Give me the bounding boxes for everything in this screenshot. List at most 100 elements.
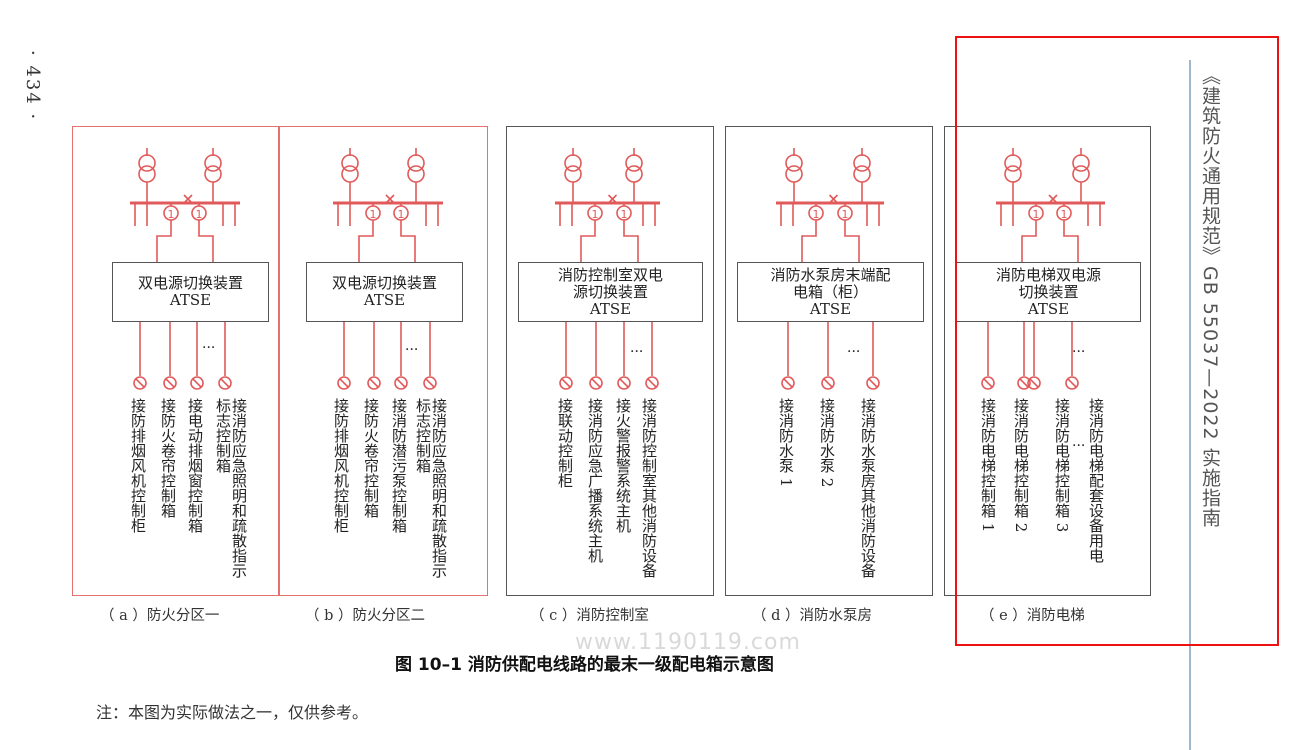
caption-c: （ c ）消防控制室 (530, 608, 649, 624)
load-slash-d2 (823, 378, 833, 388)
load-slash-a4 (220, 378, 230, 388)
panel-a-frame (72, 126, 279, 596)
transformer-coil1-c2 (625, 154, 643, 172)
atse-label-e: 消防电梯双电源 切换装置 (995, 265, 1101, 301)
feed-line-2-c (623, 220, 639, 262)
panel-b-frame (279, 126, 488, 596)
load-label-e2: 接消防电梯控制箱 2 (1012, 398, 1030, 533)
atse-box-e: 消防电梯双电源 切换装置 ATSE (956, 262, 1141, 322)
figure-note: 注：本图为实际做法之一，仅供参考。 (96, 703, 369, 722)
load-symbol-c3 (617, 376, 631, 390)
transformer-coil1-e1 (1004, 154, 1022, 172)
highlight-box (955, 36, 1279, 646)
switch-number-e2: 1 (1061, 208, 1068, 221)
breaker-mark-b-d (828, 194, 839, 204)
transformer-coil2-a1 (138, 165, 156, 183)
panel-d-frame (725, 126, 933, 596)
switch-number-b1: 1 (370, 208, 377, 221)
feed-line-2-b (400, 220, 416, 262)
load-label-b1: 接防排烟风机控制柜 (332, 398, 350, 533)
feed-line-2-e (1063, 220, 1079, 262)
load-symbol-b2 (367, 376, 381, 390)
feed-line-2-d (844, 220, 860, 262)
load-slash-b4 (425, 378, 435, 388)
atse-code-e: ATSE (1027, 299, 1070, 318)
load-symbol-c1 (559, 376, 573, 390)
switch-number-c1: 1 (592, 208, 599, 221)
transformer-coil1-a1 (138, 154, 156, 172)
breaker-mark-b-e (1048, 194, 1058, 204)
load-label-b3: 接消防潜污泵控制箱 (390, 398, 408, 533)
ellipsis-a: ··· (202, 340, 216, 356)
load-slash-a1 (135, 378, 145, 388)
load-symbol-a1 (133, 376, 147, 390)
breaker-mark-b-b (385, 194, 395, 204)
load-slash-d3 (868, 378, 878, 388)
switch-number-b2: 1 (398, 208, 405, 221)
load-slash-b3 (396, 378, 406, 388)
load-symbol-d3 (866, 376, 880, 390)
load-label-a3: 接电动排烟窗控制箱 (186, 398, 204, 533)
load-label-c3: 接火警报警系统主机 (614, 398, 632, 533)
load-label-a2: 接防火卷帘控制箱 (159, 398, 177, 518)
atse-label-c: 消防控制室双电 源切换装置 (557, 265, 663, 301)
load-label-d1: 接消防水泵 1 (777, 398, 795, 488)
transformer-coil2-d2 (853, 165, 871, 183)
atse-box-a: 双电源切换装置 ATSE (112, 262, 269, 322)
transformer-coil2-b1 (341, 165, 359, 183)
load-slash-e4 (1067, 378, 1077, 388)
figure-title: 图 10–1 消防供配电线路的最末一级配电箱示意图 (395, 655, 774, 675)
panel-e-frame (944, 126, 1151, 596)
switch-number-e1: 1 (1033, 208, 1040, 221)
transformer-coil2-a2 (204, 165, 222, 183)
transformer-coil1-b2 (407, 154, 425, 172)
atse-label-b: 双电源切换装置 (331, 274, 437, 292)
breaker-mark-b-c (607, 194, 618, 204)
load-slash-c2 (591, 378, 601, 388)
atse-code-d: ATSE (809, 299, 852, 318)
load-slash-c1 (561, 378, 571, 388)
ellipsis-d: ··· (847, 344, 861, 360)
transformer-coil2-d1 (785, 165, 803, 183)
transformer-coil2-c2 (625, 165, 643, 183)
side-book-title: 《建筑防火通用规范》GB 55037—2022 实施指南 (1199, 66, 1221, 528)
atse-box-d: 消防水泵房末端配 电箱（柜） ATSE (737, 262, 924, 322)
transformer-coil1-d1 (785, 154, 803, 172)
transformer-coil1-a2 (204, 154, 222, 172)
load-label-c2: 接消防应急广播系统主机 (586, 398, 604, 563)
load-label-d3: 接消防水泵房其他消防设备 (859, 398, 877, 578)
load-symbol-b4 (423, 376, 437, 390)
atse-label-d: 消防水泵房末端配 电箱（柜） (770, 265, 891, 301)
load-symbol-a3 (190, 376, 204, 390)
caption-d: （ d ）消防水泵房 (752, 608, 872, 624)
caption-e: （ e ）消防电梯 (980, 608, 1085, 624)
margin-rule (1189, 60, 1191, 750)
load-slash-b1 (339, 378, 349, 388)
switch-number-d2: 1 (842, 208, 849, 221)
load-label-c1: 接联动控制柜 (556, 398, 574, 488)
transformer-coil2-b2 (407, 165, 425, 183)
atse-label-a: 双电源切换装置 (137, 274, 243, 292)
feed-line-1-c (580, 220, 596, 262)
load-slash-a2 (165, 378, 175, 388)
transformer-coil1-d2 (853, 154, 871, 172)
load-symbol-e1 (981, 376, 995, 390)
feed-line-1-e (1021, 220, 1037, 262)
load-symbol-b3 (394, 376, 408, 390)
switch-number-a2: 1 (196, 208, 203, 221)
load-symbol-a4 (218, 376, 232, 390)
load-slash-c4 (647, 378, 657, 388)
feed-line-1-b (358, 220, 374, 262)
feed-line-1-a (156, 220, 172, 262)
load-slash-e1 (983, 378, 993, 388)
load-symbol-b1 (337, 376, 351, 390)
load-label-c4: 接消防控制室其他消防设备 (640, 398, 658, 578)
breaker-mark-b-a (183, 194, 193, 204)
ellipsis-e-labels: ··· (1072, 438, 1086, 454)
load-symbol-e4 (1065, 376, 1079, 390)
load-slash-e3 (1029, 378, 1039, 388)
watermark-text: www.1190119.com (575, 630, 801, 655)
atse-box-b: 双电源切换装置 ATSE (306, 262, 463, 322)
caption-b: （ b ）防火分区二 (305, 608, 425, 624)
